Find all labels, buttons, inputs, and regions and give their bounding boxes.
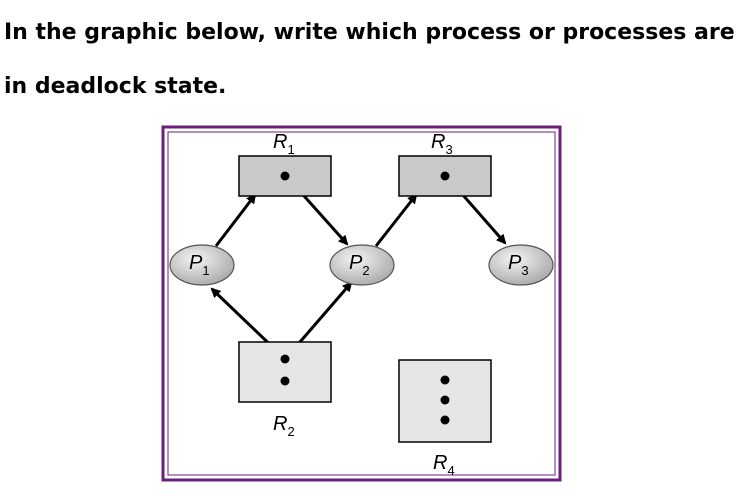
resource-label-r3: R3	[431, 131, 453, 157]
resource-r3: R3	[398, 131, 492, 197]
resource-instance-dot	[440, 171, 450, 181]
resource-label-r2: R2	[273, 413, 295, 439]
resource-r2: R2	[238, 341, 332, 439]
diagram-frame-outer	[161, 125, 562, 482]
process-node-p1	[169, 244, 235, 286]
question-text: In the graphic below, write which proces…	[4, 20, 735, 99]
edge-p2-to-r3-request	[374, 193, 418, 247]
resource-label-r4: R4	[433, 452, 455, 478]
process-label-p1: P1	[189, 252, 210, 278]
resource-r4: R4	[398, 359, 492, 478]
resource-instance-dot	[280, 376, 290, 386]
resource-label-r1: R1	[273, 131, 295, 157]
resource-instance-dot	[440, 375, 450, 385]
resource-r1: R1	[238, 131, 332, 197]
process-p2: P2	[329, 244, 395, 286]
resource-instance-dot	[280, 171, 290, 181]
resource-instance-dot	[440, 415, 450, 425]
process-p1: P1	[169, 244, 235, 286]
process-label-p2: P2	[349, 252, 370, 278]
diagram-frame-inner	[167, 131, 556, 476]
process-node-p3	[488, 244, 554, 286]
resource-instance-dot	[280, 354, 290, 364]
resource-box-r2	[238, 341, 332, 403]
process-p3: P3	[488, 244, 554, 286]
process-node-p2	[329, 244, 395, 286]
process-label-p3: P3	[508, 252, 529, 278]
resource-instance-dot	[440, 395, 450, 405]
edge-p1-to-r1-request	[214, 193, 257, 247]
